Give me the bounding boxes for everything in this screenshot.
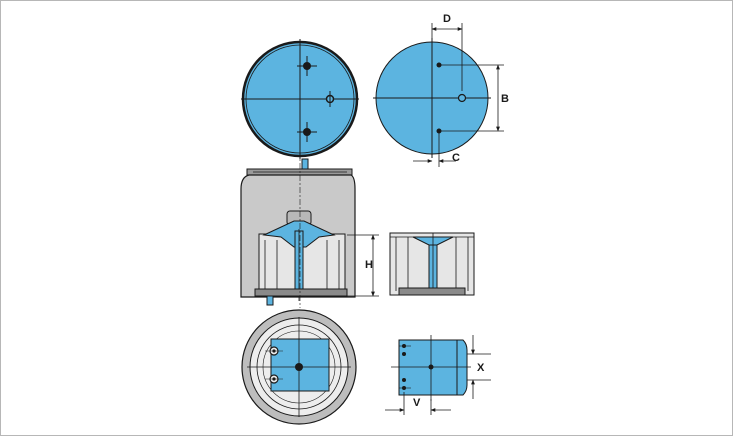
dimensioned-plate-view [373,23,504,167]
dimension-label-x: X [477,362,485,374]
dimensioned-bottom-plate [385,335,491,415]
top-plate-view [241,39,359,159]
air-spring-side-view [240,151,379,308]
dimension-label-c: C [452,152,460,164]
piston-bottom-view [241,309,357,425]
dimension-label-d: D [443,13,451,25]
dimension-label-v: V [413,397,421,409]
dimension-label-h: H [365,259,373,271]
piston-side-view [389,232,475,296]
dimension-label-b: B [501,93,509,105]
